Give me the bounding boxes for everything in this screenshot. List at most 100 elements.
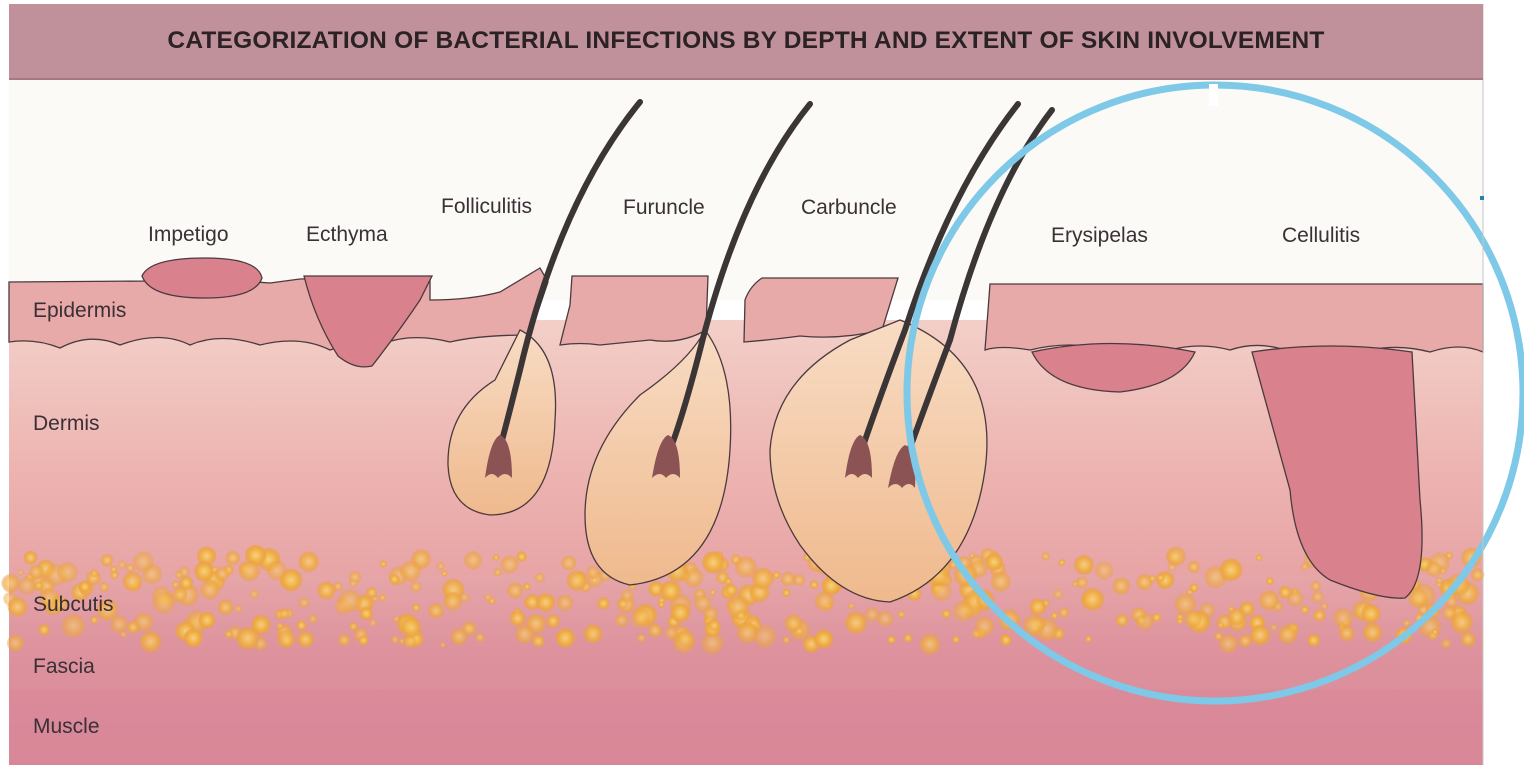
fat-globule — [391, 635, 400, 644]
fat-globule — [200, 579, 220, 599]
diagram-title: CATEGORIZATION OF BACTERIAL INFECTIONS B… — [9, 4, 1483, 78]
fat-globule — [277, 630, 296, 649]
edge-mark — [1480, 196, 1484, 200]
fat-globule — [110, 571, 119, 580]
fat-globule — [267, 560, 287, 580]
fat-globule — [366, 587, 377, 598]
fat-globule — [349, 579, 357, 587]
fat-globule — [1029, 598, 1046, 615]
fat-globule — [975, 616, 995, 636]
fat-globule — [1240, 601, 1255, 616]
layer-epidermis: Epidermis — [33, 299, 126, 323]
fat-globule — [848, 603, 854, 609]
fat-globule — [1059, 607, 1070, 618]
fat-globule — [215, 567, 230, 582]
fat-globule — [1051, 612, 1058, 619]
fat-globule — [708, 619, 720, 631]
fat-globule — [845, 612, 867, 634]
fat-globule — [99, 582, 109, 592]
fat-globule — [621, 589, 634, 602]
fat-globule — [475, 633, 484, 642]
fat-globule — [1076, 577, 1088, 589]
layer-subcutis: Subcutis — [33, 593, 114, 617]
fat-globule — [501, 555, 519, 573]
fat-globule — [249, 589, 259, 599]
fat-globule — [785, 614, 803, 632]
fat-globule — [1220, 559, 1243, 582]
fat-globule — [226, 551, 241, 566]
fat-globule — [942, 609, 951, 618]
fat-globule — [510, 610, 526, 626]
fat-globule — [725, 584, 738, 597]
fat-globule — [1217, 622, 1224, 629]
label-carbuncle: Carbuncle — [801, 196, 897, 220]
fat-globule — [814, 629, 833, 648]
fat-globule — [298, 551, 319, 572]
fat-globule — [400, 561, 421, 582]
fat-globule — [24, 551, 38, 565]
fat-globule — [1301, 605, 1310, 614]
fat-globule — [810, 580, 819, 589]
fat-globule — [903, 634, 912, 643]
fat-globule — [781, 572, 796, 587]
fat-globule — [1259, 590, 1279, 610]
fat-globule — [534, 572, 544, 582]
fat-globule — [1471, 568, 1484, 581]
fat-globule — [379, 594, 387, 602]
fat-globule — [1307, 634, 1320, 647]
fat-globule — [637, 633, 646, 642]
fat-globule — [117, 560, 126, 569]
fat-globule — [677, 630, 695, 648]
fat-globule — [546, 614, 560, 628]
fat-globule — [1278, 625, 1297, 644]
fat-globule — [532, 635, 545, 648]
layer-muscle: Muscle — [33, 715, 100, 739]
fat-globule — [557, 594, 574, 611]
fat-globule — [1095, 561, 1114, 580]
fat-globule — [317, 581, 335, 599]
fat-globule — [1361, 604, 1381, 624]
fat-globule — [783, 636, 791, 644]
fat-globule — [393, 615, 400, 622]
fat-globule — [584, 624, 603, 643]
fat-globule — [658, 601, 664, 607]
label-folliculitis: Folliculitis — [441, 195, 532, 219]
fat-globule — [1058, 559, 1065, 566]
fat-globule — [296, 620, 306, 630]
fat-globule — [737, 622, 758, 643]
fat-globule — [1321, 602, 1329, 610]
fat-globule — [133, 551, 154, 572]
fat-globule — [175, 571, 183, 579]
fat-globule — [493, 554, 500, 561]
fat-globule — [702, 551, 724, 573]
fat-globule — [953, 601, 974, 622]
fat-globule — [90, 569, 99, 578]
fat-globule — [410, 581, 422, 593]
fat-globule — [1042, 552, 1050, 560]
fat-globule — [586, 566, 599, 579]
fat-globule — [736, 610, 747, 621]
fat-globule — [443, 592, 462, 611]
fat-globule — [1461, 632, 1476, 647]
fat-globule — [1000, 635, 1011, 646]
fat-globule — [1301, 563, 1309, 571]
fat-globule — [389, 574, 400, 585]
fat-globule — [338, 634, 350, 646]
fat-globule — [1074, 555, 1094, 575]
fat-globule — [62, 614, 86, 638]
fat-globule — [236, 627, 259, 650]
fat-globule — [1270, 624, 1278, 632]
fat-globule — [277, 622, 284, 629]
fat-globule — [1441, 638, 1452, 649]
label-furuncle: Furuncle — [623, 196, 705, 220]
fat-globule — [1214, 632, 1223, 641]
fat-globule — [140, 631, 162, 653]
fat-globule — [735, 556, 757, 578]
fat-globule — [279, 609, 289, 619]
fat-globule — [710, 589, 716, 595]
fat-globule — [897, 610, 905, 618]
fat-globule — [523, 583, 530, 590]
fat-globule — [615, 614, 628, 627]
fat-globule — [199, 612, 216, 629]
